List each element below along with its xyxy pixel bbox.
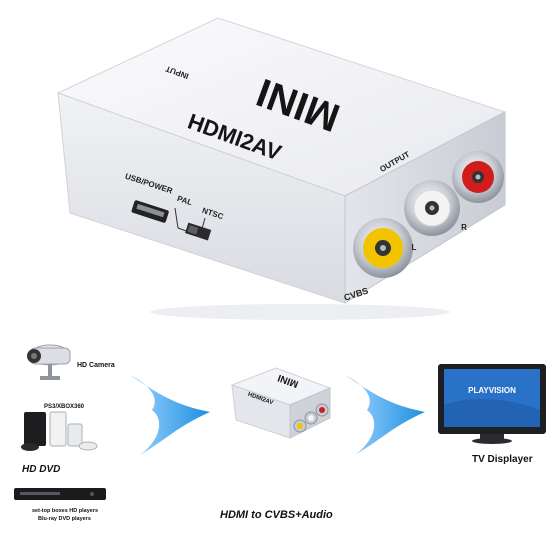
audio-right-jack-red <box>452 151 504 203</box>
hd-dvd-logo: HD DVD <box>22 464 60 475</box>
left-label: L <box>412 243 417 252</box>
game-console-icon <box>21 411 98 451</box>
console-label: PS3/XBOX360 <box>44 404 85 410</box>
player-label-line2: Blu-ray DVD players <box>38 516 91 522</box>
hd-camera-label: HD Camera <box>77 362 115 369</box>
tv-screen-text: PLAYVISION <box>468 386 516 395</box>
pal-ntsc-switch <box>185 222 212 241</box>
arrow-right-icon <box>130 375 210 455</box>
cvbs-jack-yellow <box>353 218 413 278</box>
diagram-caption: HDMI to CVBS+Audio <box>220 509 333 521</box>
player-label-line1: set-top boxes HD players <box>32 508 98 514</box>
tv-label: TV Displayer <box>472 454 533 465</box>
right-label: R <box>461 223 467 232</box>
tv-icon <box>438 364 546 444</box>
hdmi2av-converter: MINI HDMI2AV INPUT OUTPUT USB/POWER PAL … <box>56 17 507 320</box>
small-converter-icon <box>230 367 332 439</box>
usb-power-port <box>131 200 169 223</box>
arrow-right-icon <box>345 375 425 455</box>
audio-left-jack-white <box>404 180 460 236</box>
hd-camera-icon <box>27 344 71 380</box>
dvd-player-icon <box>14 488 106 500</box>
